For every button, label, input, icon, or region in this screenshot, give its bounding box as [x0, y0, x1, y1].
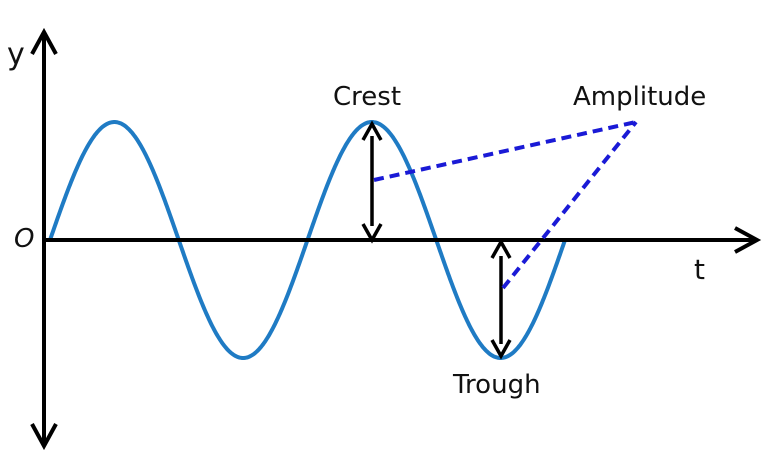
- amplitude-pointer-to-crest: [373, 120, 637, 182]
- crest-arrow-bottom-head: [361, 223, 383, 244]
- t-axis-arrowhead: [734, 226, 762, 254]
- y-axis-top-arrowhead: [30, 27, 58, 55]
- amplitude-label: Amplitude: [573, 82, 707, 112]
- origin-label: O: [14, 224, 35, 254]
- trough-label: Trough: [453, 370, 541, 400]
- amplitude-pointer-to-trough: [501, 120, 638, 290]
- crest-arrow-top-head: [361, 120, 383, 141]
- t-axis-label: t: [694, 253, 705, 286]
- y-axis-label: y: [7, 37, 25, 72]
- trough-arrow-top-head: [490, 238, 512, 259]
- crest-label: Crest: [333, 82, 402, 112]
- trough-arrow-bottom-head: [490, 339, 512, 360]
- y-axis-bottom-arrowhead: [30, 423, 58, 451]
